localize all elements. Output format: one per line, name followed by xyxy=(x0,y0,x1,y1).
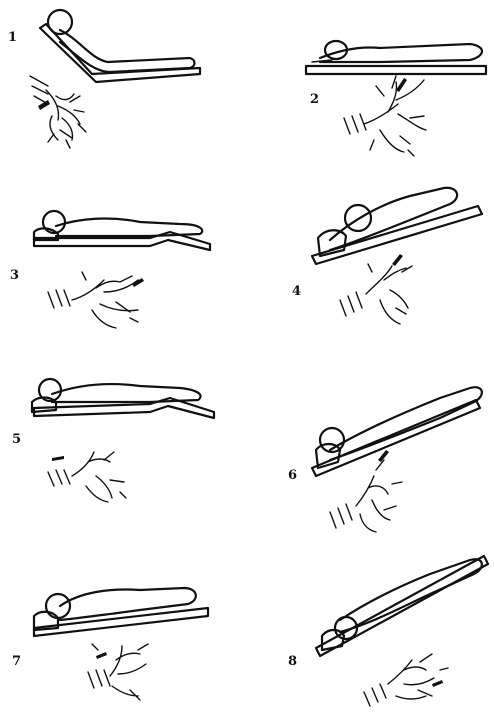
panel-number: 6 xyxy=(288,468,297,483)
panel-6-illustration xyxy=(312,387,482,532)
patient-figure xyxy=(312,188,482,264)
patient-figure xyxy=(32,379,214,418)
patient-figure xyxy=(34,211,210,250)
bronchial-tree-diagram xyxy=(88,644,148,700)
bronchial-tree-diagram xyxy=(340,254,412,324)
panel-number: 5 xyxy=(12,432,21,447)
panel-1-illustration xyxy=(30,10,200,148)
panel-5-illustration xyxy=(32,379,214,502)
bronchial-tree-diagram xyxy=(364,654,448,706)
bronchial-tree-diagram xyxy=(48,272,144,328)
panel-4-illustration xyxy=(312,188,482,324)
bronchial-tree-diagram xyxy=(344,76,426,156)
panel-number: 2 xyxy=(310,92,319,107)
panel-number: 4 xyxy=(292,284,301,299)
patient-figure xyxy=(306,41,486,74)
panel-2-illustration xyxy=(306,41,486,156)
patient-figure xyxy=(40,10,200,82)
panel-number: 3 xyxy=(10,268,19,283)
patient-figure xyxy=(316,556,488,656)
bronchial-tree-diagram xyxy=(48,452,126,502)
panel-number: 1 xyxy=(8,30,17,45)
panel-7-illustration xyxy=(34,588,208,700)
panel-3-illustration xyxy=(34,211,210,328)
bronchial-tree-diagram xyxy=(330,450,402,532)
panel-number: 7 xyxy=(12,654,21,669)
bronchial-tree-diagram xyxy=(30,76,86,148)
panel-number: 8 xyxy=(288,654,297,669)
patient-figure xyxy=(312,387,482,476)
panel-8-illustration xyxy=(316,556,488,706)
patient-figure xyxy=(34,588,208,636)
